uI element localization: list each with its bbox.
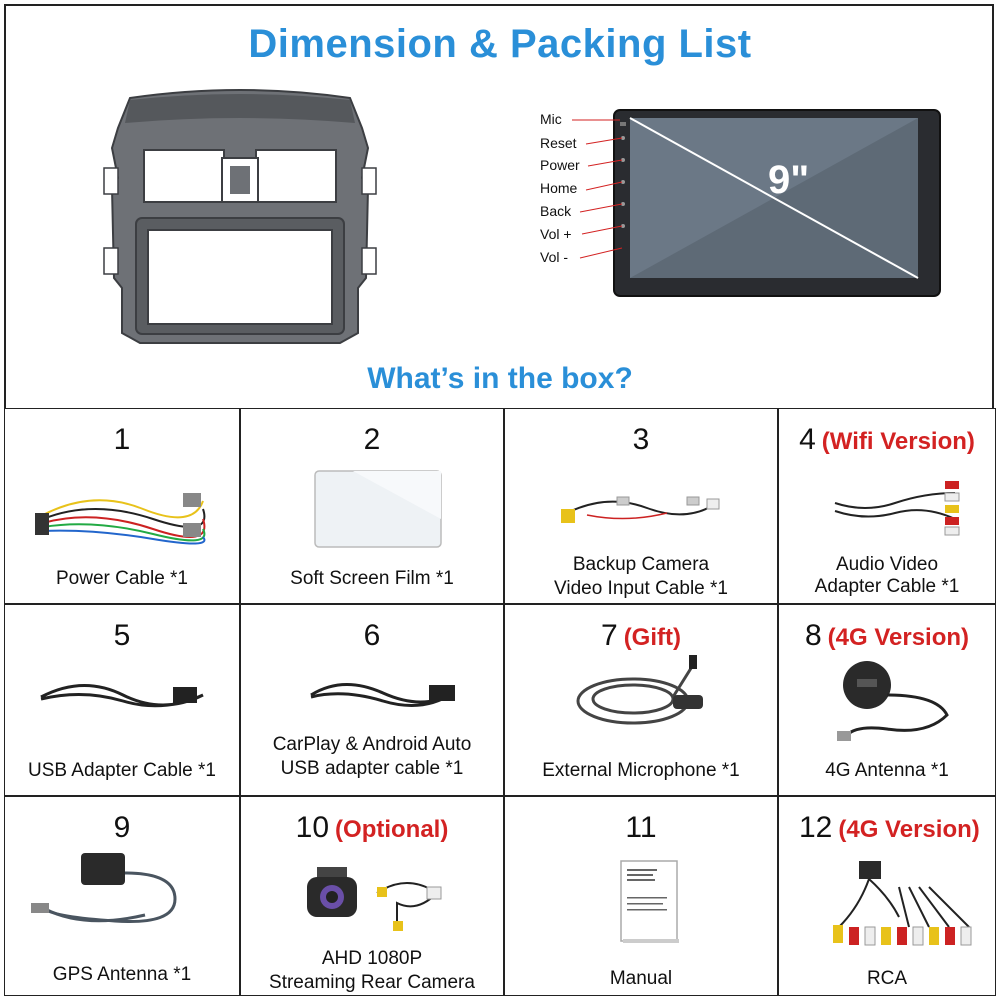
item-caption: Power Cable *1	[55, 568, 189, 589]
gps-antenna-image	[31, 853, 177, 924]
item-number: 5	[113, 619, 131, 652]
item-cell-12: 12(4G Version) RCA	[778, 796, 996, 996]
screen-film-image	[314, 470, 442, 548]
rca-cable-image	[833, 861, 972, 946]
item-caption: GPS Antenna *1	[52, 964, 192, 985]
item-number: 3	[632, 423, 650, 456]
item-caption-line-2: Adapter Cable *1	[814, 576, 960, 597]
item-number: 6	[363, 619, 381, 652]
label-vol-up: Vol +	[540, 226, 572, 242]
item-number: 10(Optional)	[295, 811, 449, 844]
label-back: Back	[540, 203, 572, 219]
item-number: 12(4G Version)	[799, 811, 980, 844]
head-unit-screen-image	[613, 109, 941, 297]
item-number: 2	[363, 423, 381, 456]
item-caption-line-2: Video Input Cable *1	[554, 578, 728, 599]
item-cell-8: 8(4G Version) 4G Antenna *1	[778, 604, 996, 796]
carplay-usb-cable-image	[310, 683, 455, 707]
item-caption: External Microphone *1	[542, 760, 740, 781]
dimension-section: Dimension & Packing List 9" Mic Reset Po…	[0, 0, 1000, 408]
item-number: 7(Gift)	[601, 619, 681, 652]
item-caption-line-2: USB adapter cable *1	[280, 758, 464, 779]
item-number: 11	[625, 811, 657, 844]
usb-cable-image	[40, 684, 204, 708]
item-cell-3: 3 Backup Camera Video Input Cable *1	[504, 408, 778, 604]
item-cell-7: 7(Gift) External Microphone *1	[504, 604, 778, 796]
item-number: 4(Wifi Version)	[799, 423, 975, 456]
manual-image	[620, 860, 679, 943]
item-number: 1	[113, 423, 131, 456]
item-caption-line-1: Backup Camera	[572, 554, 710, 575]
item-caption-line-1: Audio Video	[835, 554, 939, 575]
label-reset: Reset	[540, 135, 577, 151]
item-cell-11: 11 Manual	[504, 796, 778, 996]
item-number: 9	[113, 811, 131, 844]
item-cell-10: 10(Optional) AHD 1080P Streaming Rear Ca…	[240, 796, 504, 996]
section-subtitle: What’s in the box?	[367, 362, 633, 395]
item-caption: USB Adapter Cable *1	[27, 760, 216, 781]
item-caption: Manual	[609, 968, 673, 989]
item-cell-6: 6 CarPlay & Android Auto USB adapter cab…	[240, 604, 504, 796]
item-caption: RCA	[866, 968, 908, 989]
screen-size-label: 9"	[768, 158, 810, 202]
label-mic: Mic	[540, 111, 562, 127]
item-cell-4: 4(Wifi Version) Audio Video Adapter Cabl…	[778, 408, 996, 604]
av-cable-image	[834, 481, 960, 536]
item-caption-line-1: AHD 1080P	[321, 948, 423, 969]
label-vol-down: Vol -	[540, 249, 569, 265]
label-home: Home	[540, 180, 578, 196]
item-cell-2: 2 Soft Screen Film *1	[240, 408, 504, 604]
packing-list-grid: 1 Power Cable *1 2 Soft Screen Film *1 3	[4, 408, 996, 996]
power-cable-image	[35, 493, 206, 545]
item-caption-line-1: CarPlay & Android Auto	[272, 734, 472, 755]
item-cell-1: 1 Power Cable *1	[4, 408, 240, 604]
item-caption-line-2: Streaming Rear Camera	[269, 972, 475, 993]
microphone-image	[576, 655, 703, 725]
item-caption: 4G Antenna *1	[825, 760, 949, 781]
4g-antenna-image	[837, 661, 949, 741]
item-cell-9: 9 GPS Antenna *1	[4, 796, 240, 996]
label-power: Power	[540, 157, 580, 173]
item-caption: Soft Screen Film *1	[290, 568, 454, 589]
item-cell-5: 5 USB Adapter Cable *1	[4, 604, 240, 796]
bezel-frame-image	[103, 89, 377, 344]
page-title: Dimension & Packing List	[248, 22, 752, 66]
rear-camera-image	[307, 867, 442, 931]
item-number: 8(4G Version)	[804, 619, 970, 652]
camera-cable-image	[561, 496, 720, 523]
